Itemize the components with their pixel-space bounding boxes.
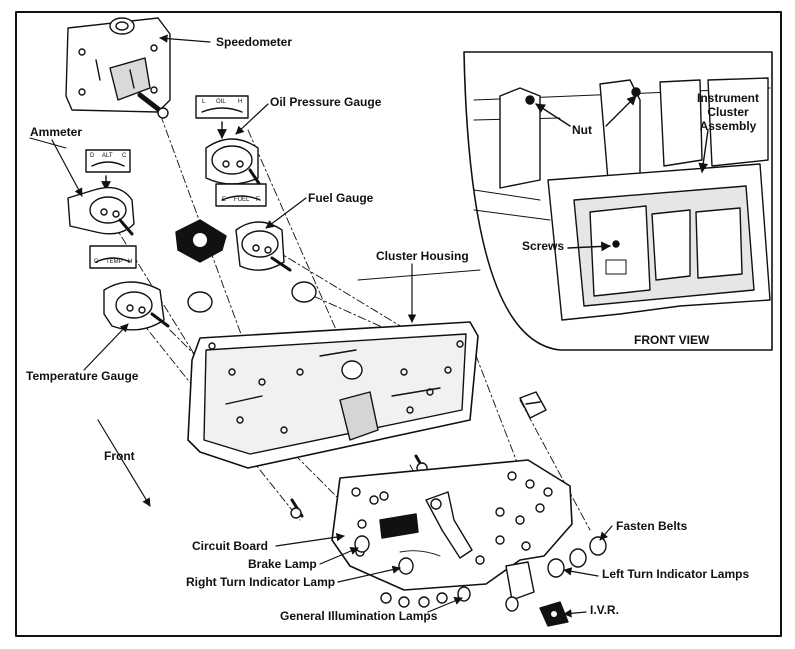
oil-pressure-gauge-part (195, 95, 264, 190)
screws-loose (290, 391, 547, 519)
front-label: Front (104, 449, 135, 463)
temperature-gauge-label: Temperature Gauge (26, 369, 139, 383)
speedometer-label: Speedometer (216, 35, 293, 49)
left-turn-indicator-lamps-label: Left Turn Indicator Lamps (602, 567, 750, 581)
ivr-label: I.V.R. (590, 603, 619, 617)
ammeter-part (67, 149, 135, 236)
brake-lamp-label: Brake Lamp (248, 557, 317, 571)
mounting-bracket-part (175, 219, 227, 263)
inset-screws-label: Screws (522, 239, 565, 253)
ammeter-face-label-c: C (122, 153, 127, 159)
temp-face-label-h: H (128, 259, 133, 265)
oil-face-label-mid: OIL (216, 99, 226, 105)
inset-assembly-label-2: Cluster (707, 105, 749, 119)
ammeter-label: Ammeter (30, 125, 83, 139)
fuel-face-label-e: E (222, 197, 227, 203)
temp-face-label-mid: TEMP (106, 259, 123, 265)
oil-face-label-low: L (202, 99, 206, 105)
ivr-part (539, 601, 569, 627)
circuit-board-label: Circuit Board (192, 539, 269, 553)
oil-pressure-gauge-label: Oil Pressure Gauge (270, 95, 382, 109)
oil-face-label-high: H (238, 99, 243, 105)
speedometer-part (65, 17, 171, 119)
circuit-board-part (331, 459, 573, 601)
fuel-gauge-label: Fuel Gauge (308, 191, 374, 205)
leader-lines (29, 34, 613, 618)
inset-assembly-label-3: Assembly (699, 119, 757, 133)
cluster-housing-part (187, 321, 479, 469)
ammeter-face-label-mid: ALT (102, 153, 113, 159)
temperature-gauge-part (89, 245, 170, 331)
temp-face-label-c: C (94, 259, 99, 265)
fuel-face-label-f: F (256, 197, 260, 203)
front-view-inset (357, 51, 773, 351)
illumination-sockets (380, 592, 448, 608)
general-illumination-lamps-label: General Illumination Lamps (280, 609, 438, 623)
cluster-housing-label: Cluster Housing (376, 249, 469, 263)
ammeter-face-label-d: D (90, 153, 95, 159)
inset-nut-label: Nut (572, 123, 592, 137)
fuel-face-label-mid: FUEL (234, 197, 250, 203)
fasten-belts-label: Fasten Belts (616, 519, 688, 533)
diagram-border (15, 11, 782, 637)
right-turn-indicator-lamp-label: Right Turn Indicator Lamp (186, 575, 336, 589)
inset-front-view-label: FRONT VIEW (634, 333, 710, 347)
fuel-gauge-part (215, 183, 292, 272)
inset-assembly-label-1: Instrument (696, 91, 759, 105)
lamp-bulbs (187, 281, 317, 313)
